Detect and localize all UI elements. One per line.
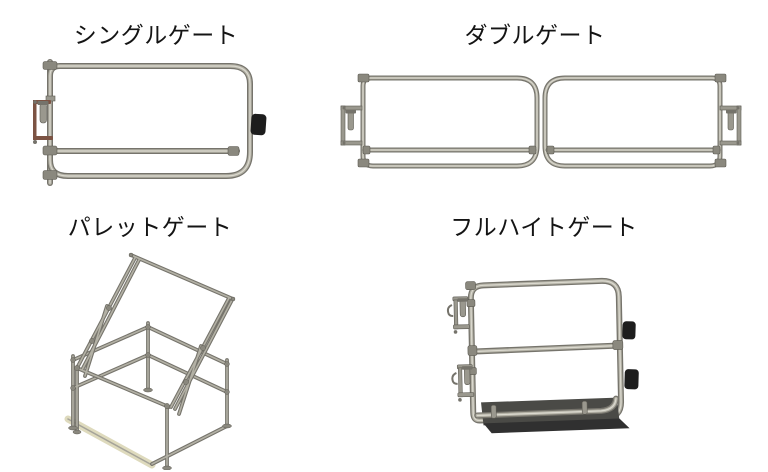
pipe-clamps [70, 252, 236, 409]
gate-bumper [250, 113, 267, 136]
pipe-fittings [357, 73, 727, 168]
gate-frame [50, 62, 250, 183]
product-full-height-gate: フルハイトゲート [420, 208, 668, 472]
latch-bracket-left [340, 105, 363, 146]
pallet-gate-illustration [64, 252, 236, 470]
product-double-gate: ダブルゲート [336, 18, 748, 180]
pipe-fittings [465, 281, 624, 375]
full-height-gate-title: フルハイトゲート [450, 214, 638, 240]
tilted-gate-frame [75, 253, 235, 416]
gate-bumper-lower [624, 369, 639, 390]
latch-hardware [33, 95, 56, 144]
gate-bumper-upper [622, 321, 636, 340]
single-gate-title: シングルゲート [73, 22, 239, 48]
gate-frames [363, 78, 720, 166]
pipe-fittings [42, 61, 240, 180]
latch-upper [446, 295, 471, 335]
single-gate-illustration [33, 56, 267, 198]
product-pallet-gate: パレットゲート [30, 208, 300, 472]
double-gate-title: ダブルゲート [464, 22, 606, 48]
latch-bracket-right [719, 105, 742, 146]
bottom-rail [477, 399, 616, 419]
product-single-gate: シングルゲート [26, 18, 288, 200]
pallet-gate-title: パレットゲート [67, 214, 233, 240]
double-gate-illustration [340, 73, 742, 176]
post-feet [68, 387, 232, 470]
full-height-gate-illustration [446, 253, 639, 434]
pallet-edge-strip [64, 415, 156, 469]
